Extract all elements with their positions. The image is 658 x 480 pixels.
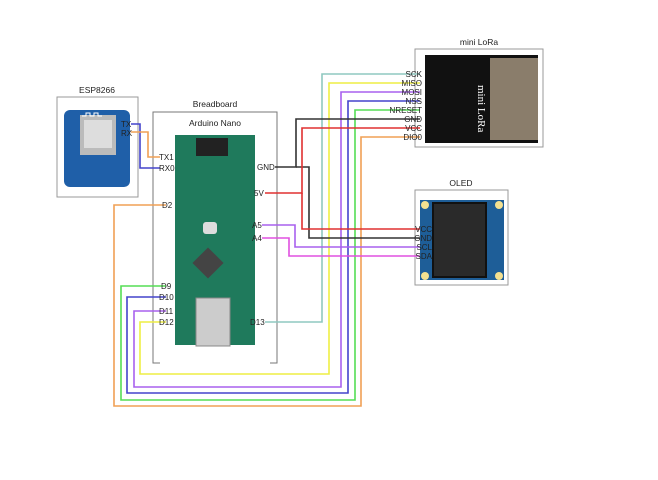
wire-sda-a4	[262, 237, 420, 257]
wire-rx-tx1	[131, 131, 160, 158]
lora-pin-mosi: MOSI	[402, 88, 422, 97]
wire-gnd-oled	[296, 166, 420, 239]
breadboard-title: Breadboard	[193, 99, 238, 109]
lora-pin-dio0: DIO0	[403, 133, 422, 142]
arduino-nano-board	[175, 135, 255, 347]
nano-pin-rx0: RX0	[159, 164, 175, 173]
esp8266-frame	[56, 96, 139, 198]
lora-frame	[414, 48, 544, 148]
wire-nss-d10	[126, 100, 420, 394]
wire-miso-d12	[139, 82, 420, 375]
oled-pin-sda: SDA	[416, 252, 433, 261]
esp8266-title: ESP8266	[79, 85, 115, 95]
wire-mosi-d11	[133, 91, 420, 388]
oled-pin-gnd: GND	[414, 234, 432, 243]
lora-title: mini LoRa	[460, 37, 499, 47]
wire-gnd-lora	[275, 118, 420, 168]
nano-pin-a5: A5	[252, 221, 262, 230]
oled-pin-vcc: VCC	[415, 225, 432, 234]
lora-pin-vcc: VCC	[405, 124, 422, 133]
wire-scl-a5	[262, 224, 420, 248]
lora-module: mini LoRa	[425, 55, 538, 143]
wire-vcc-oled	[301, 193, 420, 230]
wire-sck-d13	[265, 73, 420, 323]
oled-pin-scl: SCL	[416, 243, 432, 252]
lora-pin-nreset: NRESET	[390, 106, 423, 115]
nano-pin-d9: D9	[161, 282, 172, 291]
lora-pin-sck: SCK	[406, 70, 423, 79]
nano-pin-tx1: TX1	[159, 153, 174, 162]
oled-title: OLED	[449, 178, 472, 188]
wire-nreset-d9	[120, 109, 420, 401]
esp-pin-tx: TX	[121, 120, 132, 129]
lora-pin-miso: MISO	[402, 79, 422, 88]
lora-silkscreen-text: mini LoRa	[475, 85, 487, 132]
nano-pin-d10: D10	[159, 293, 174, 302]
lora-pin-gnd: GND	[404, 115, 422, 124]
wire-vcc-lora	[265, 127, 420, 194]
nano-pin-d2: D2	[162, 201, 173, 210]
wire-tx-rx0	[131, 123, 160, 169]
lora-pin-nss: NSS	[406, 97, 422, 106]
wire-dio0-d2	[113, 136, 420, 407]
nano-pin-gnd: GND	[257, 163, 275, 172]
esp8266-board	[64, 110, 130, 187]
esp-pin-rx: RX	[121, 129, 133, 138]
breadboard-frame	[152, 111, 278, 364]
oled-module	[420, 200, 504, 280]
nano-pin-d13: D13	[250, 318, 265, 327]
nano-pin-d12: D12	[159, 318, 174, 327]
nano-pin-d11: D11	[159, 307, 174, 316]
nano-pin-5v: 5V	[254, 189, 264, 198]
nano-title: Arduino Nano	[189, 118, 241, 128]
nano-pin-a4: A4	[252, 234, 262, 243]
